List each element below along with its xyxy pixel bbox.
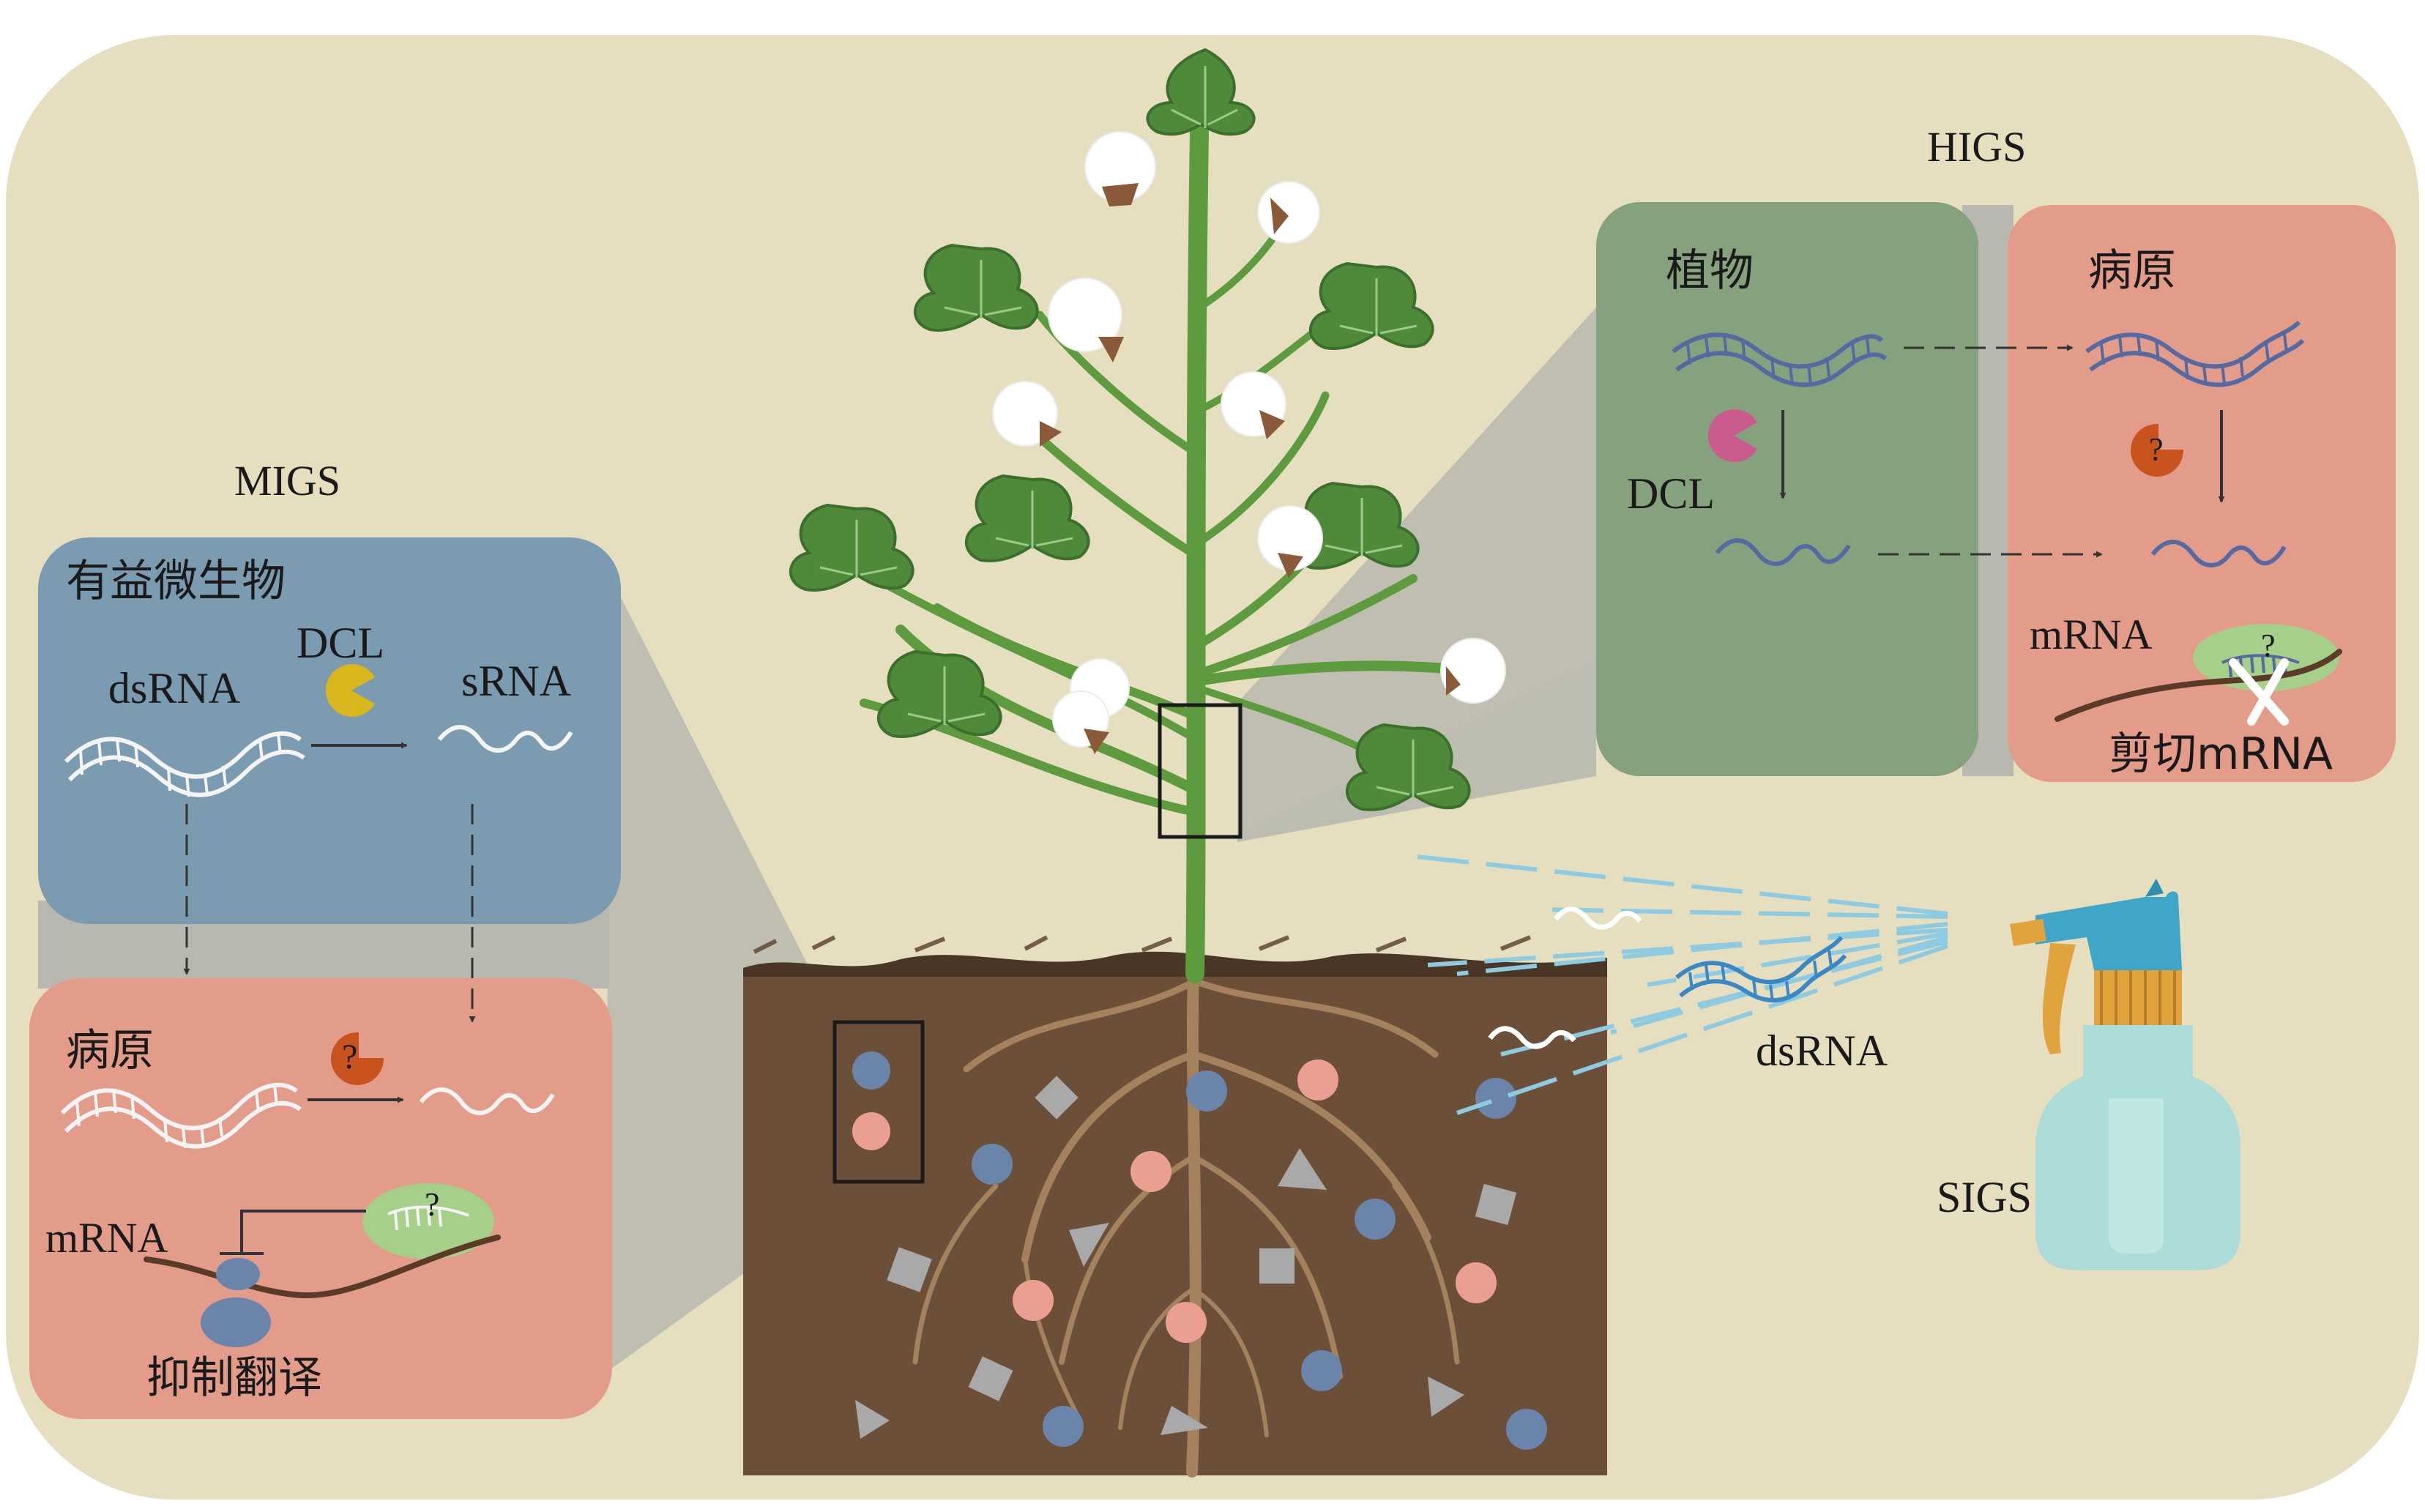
higs-pathogen-dcl-pacman-icon [2131,423,2184,477]
migs-dcl-pacman-icon [325,664,375,717]
higs-plant-dsrna-helix-icon [1672,332,1888,387]
higs-pathogen-srna-squiggle-icon [2150,540,2287,567]
soil-zoom-box [832,1020,925,1184]
higs-plant-dcl-pacman-icon [1707,409,1757,462]
soil-block [743,935,1607,1475]
migs-pathogen-srna-squiggle-icon [419,1087,555,1115]
migs-pathogen-box [29,978,612,1419]
higs-dcl-label: DCL [1627,469,1715,518]
microbe-box-label: 有益微生物 [66,556,286,607]
higs-outcome-label: 剪切mRNA [2109,729,2333,780]
cotton-bolls [992,131,1506,754]
spray-lines [1416,854,1948,1115]
sigs-dsrna-helix-icon [1675,936,1847,1003]
migs-srna-squiggle-icon [437,725,573,753]
higs-mrna-label: mRNA [2030,611,2153,658]
higs-pathogen-dsrna-helix-icon [2085,320,2305,387]
higs-question-mark: ? [2149,431,2164,467]
plant-box-label: 植物 [1666,245,1754,297]
stem-zoom-box [1158,703,1243,839]
sigs-srna-squiggle-icon-top [1554,906,1642,930]
sigs-dsrna-label: dsRNA [1756,1027,1888,1075]
higs-pathogen-label: 病原 [2088,245,2176,297]
migs-pathogen-label: 病原 [66,1025,154,1076]
migs-risc-question-mark: ? [425,1185,440,1223]
higs-zoom-wedge-top [1237,308,1596,835]
sigs-srna-squiggle-icon-bottom [1488,1026,1576,1049]
migs-mrna-strand [144,1234,501,1299]
migs-title: MIGS [234,457,341,504]
migs-ribosome-icon [201,1258,271,1347]
leaf-veins [819,66,1454,798]
migs-risc-srna-comb [387,1205,469,1231]
migs-inhibition-line [220,1210,366,1255]
migs-srna-label: sRNA [461,657,572,705]
migs-question-mark: ? [342,1038,358,1076]
migs-mrna-label: mRNA [45,1214,168,1262]
higs-mrna-strand [2055,649,2342,722]
cotton-leaves [789,48,1471,811]
cleave-x-icon [2229,658,2289,726]
migs-dcl-label: DCL [297,619,384,667]
spray-bottle-icon [2010,879,2240,1270]
microbe-box [38,537,621,924]
migs-outcome-label: 抑制翻译 [146,1352,322,1404]
migs-dsrna-helix-icon [64,731,305,797]
higs-pathogen-box [2008,205,2396,782]
migs-dsrna-label: dsRNA [108,664,241,712]
migs-pathogen-dsrna-helix-icon [60,1082,302,1149]
soil-microbes [852,1051,1547,1450]
higs-plant-srna-squiggle-icon [1715,538,1851,566]
higs-risc-question-mark: ? [2261,627,2276,663]
sigs-title: SIGS [1937,1173,2033,1221]
migs-pathogen-dcl-pacman-icon [331,1032,384,1085]
plant-box [1596,202,1978,776]
higs-title: HIGS [1927,123,2027,171]
